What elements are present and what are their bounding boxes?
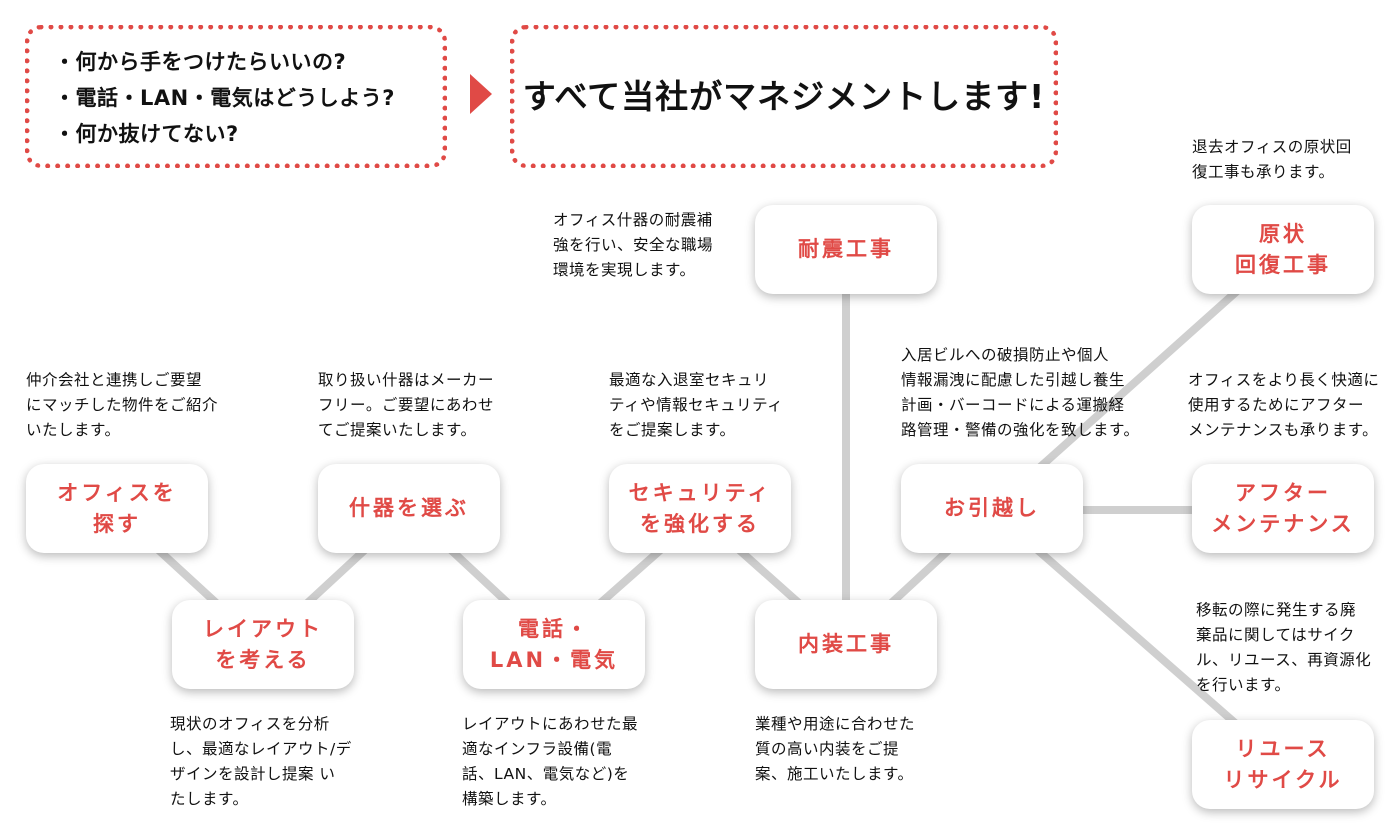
desc-line: を行います。 — [1196, 676, 1291, 694]
desc-line: 使用するためにアフター — [1188, 396, 1365, 414]
desc-line: 仲介会社と連携しご要望 — [26, 371, 203, 389]
desc-line: 移転の際に発生する廃 — [1196, 601, 1357, 619]
node-label: 回復工事 — [1235, 252, 1331, 277]
desc-line: いたします。 — [26, 421, 121, 439]
node-telecom: 電話・ LAN・電気 — [463, 600, 645, 689]
node-seismic: 耐震工事 — [755, 205, 937, 294]
desc-line: てご提案いたします。 — [318, 421, 477, 439]
answer-callout: すべて当社がマネジメントします! — [510, 25, 1058, 168]
desc-line: 案、施工いたします。 — [755, 765, 914, 783]
node-maintenance: アフター メンテナンス — [1192, 464, 1374, 553]
node-moving: お引越し — [901, 464, 1083, 553]
node-label: 耐震工事 — [798, 237, 894, 261]
desc-line: ティや情報セキュリティ — [609, 396, 784, 414]
desc-line: フリー。ご要望にあわせ — [318, 396, 494, 414]
desc-line: ザインを設計し提案 い — [170, 765, 336, 783]
desc-layout: 現状のオフィスを分析 し、最適なレイアウト/デ ザインを設計し提案 い たします… — [170, 712, 352, 812]
desc-maintenance: オフィスをより長く快適に 使用するためにアフター メンテナンスも承ります。 — [1188, 368, 1379, 443]
node-label: アフター — [1235, 480, 1331, 505]
desc-line: 話、LAN、電気など)を — [462, 765, 630, 783]
desc-telecom: レイアウトにあわせた最 適なインフラ設備(電 話、LAN、電気など)を 構築しま… — [462, 712, 638, 812]
node-office-search: オフィスを 探す — [26, 464, 208, 553]
desc-security: 最適な入退室セキュリ ティや情報セキュリティ をご提案します。 — [609, 368, 783, 443]
node-restoration: 原状 回復工事 — [1192, 205, 1374, 294]
node-layout: レイアウト を考える — [172, 600, 354, 689]
desc-line: たします。 — [170, 790, 249, 808]
desc-line: メンテナンスも承ります。 — [1188, 421, 1379, 439]
desc-recycle: 移転の際に発生する廃 棄品に関してはサイク ル、リユース、再資源化 を行います。 — [1196, 598, 1371, 698]
desc-line: オフィス什器の耐震補 — [553, 211, 713, 229]
desc-line: 業種や用途に合わせた — [755, 715, 916, 733]
desc-line: 最適な入退室セキュリ — [609, 371, 770, 389]
desc-line: 強を行い、安全な職場 — [553, 236, 714, 254]
node-label: レイアウト — [203, 616, 323, 641]
questions-callout: ・何から手をつけたらいいの? ・電話・LAN・電気はどうしよう? ・何か抜けてな… — [25, 25, 447, 168]
node-label: LAN・電気 — [489, 647, 619, 672]
desc-line: にマッチした物件をご紹介 — [26, 396, 219, 414]
desc-line: 現状のオフィスを分析 — [170, 715, 330, 733]
desc-line: 構築します。 — [462, 790, 557, 808]
desc-line: 棄品に関してはサイク — [1196, 626, 1355, 644]
node-label: お引越し — [944, 496, 1040, 520]
desc-line: 質の高い内装をご提 — [755, 740, 900, 758]
desc-line: ル、リユース、再資源化 — [1196, 651, 1372, 669]
answer-headline: すべて当社がマネジメントします! — [522, 77, 1046, 116]
desc-line: 復工事も承ります。 — [1192, 163, 1335, 181]
question-line: ・電話・LAN・電気はどうしよう? — [54, 86, 395, 110]
desc-seismic: オフィス什器の耐震補 強を行い、安全な職場 環境を実現します。 — [553, 208, 713, 283]
question-line: ・何か抜けてない? — [54, 122, 239, 146]
desc-office-search: 仲介会社と連携しご要望 にマッチした物件をご紹介 いたします。 — [26, 368, 218, 443]
arrow-right-icon — [470, 74, 492, 114]
desc-line: 取り扱い什器はメーカー — [318, 371, 495, 389]
node-label: 電話・ — [518, 616, 590, 641]
node-label: リユース — [1235, 736, 1331, 761]
desc-line: オフィスをより長く快適に — [1188, 371, 1380, 389]
node-security: セキュリティ を強化する — [609, 464, 791, 553]
node-label: オフィスを — [57, 480, 177, 505]
desc-line: 適なインフラ設備(電 — [462, 740, 613, 758]
node-label: 什器を選ぶ — [349, 496, 469, 520]
node-label: リサイクル — [1223, 767, 1343, 792]
node-label: 内装工事 — [798, 632, 894, 656]
node-label: セキュリティ — [628, 480, 772, 505]
desc-line: 情報漏洩に配慮した引越し養生 — [901, 371, 1126, 389]
node-label: を考える — [215, 647, 311, 672]
desc-moving: 入居ビルへの破損防止や個人 情報漏洩に配慮した引越し養生 計画・バーコードによる… — [901, 343, 1139, 443]
desc-line: レイアウトにあわせた最 — [462, 715, 639, 733]
desc-line: 退去オフィスの原状回 — [1192, 138, 1352, 156]
node-label: メンテナンス — [1211, 511, 1355, 536]
desc-line: 路管理・警備の強化を致します。 — [901, 421, 1140, 439]
desc-line: 環境を実現します。 — [553, 261, 696, 279]
desc-furniture: 取り扱い什器はメーカー フリー。ご要望にあわせ てご提案いたします。 — [318, 368, 494, 443]
node-recycle: リユース リサイクル — [1192, 720, 1374, 809]
desc-line: 入居ビルへの破損防止や個人 — [901, 346, 1110, 364]
node-interior: 内装工事 — [755, 600, 937, 689]
node-label: 原状 — [1259, 221, 1307, 246]
desc-restoration: 退去オフィスの原状回 復工事も承ります。 — [1192, 135, 1352, 185]
desc-interior: 業種や用途に合わせた 質の高い内装をご提 案、施工いたします。 — [755, 712, 915, 787]
desc-line: し、最適なレイアウト/デ — [170, 740, 352, 758]
node-label: 探す — [93, 511, 141, 536]
node-furniture: 什器を選ぶ — [318, 464, 500, 553]
question-line: ・何から手をつけたらいいの? — [54, 50, 347, 74]
node-label: を強化する — [640, 511, 760, 536]
desc-line: 計画・バーコードによる運搬経 — [901, 396, 1125, 414]
desc-line: をご提案します。 — [609, 421, 736, 439]
